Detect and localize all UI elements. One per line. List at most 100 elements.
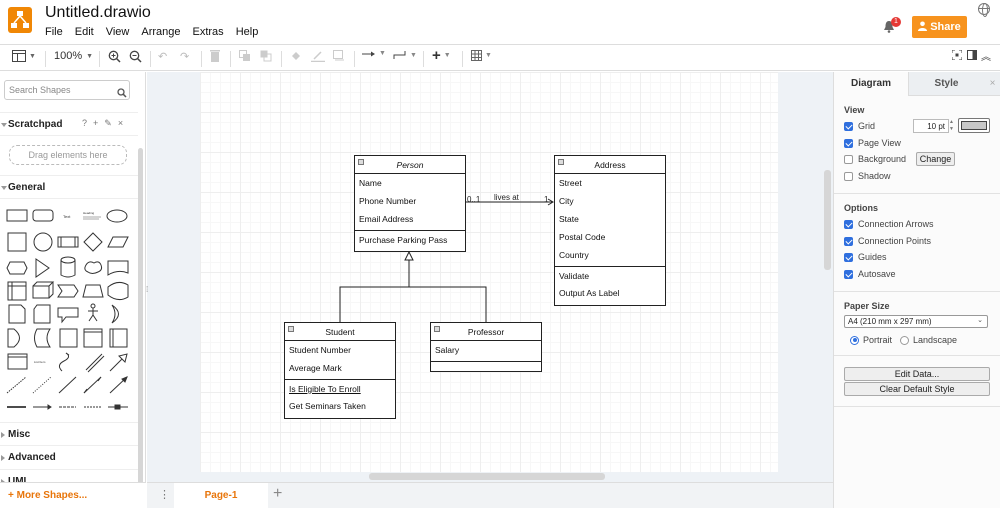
attribute[interactable]: State [559, 214, 579, 224]
connection-points-checkbox[interactable]: Connection Points [844, 236, 931, 246]
grid-size-input[interactable]: 10 pt [913, 119, 949, 133]
sidebar-resize-handle[interactable]: ⁞ [146, 285, 149, 294]
advanced-section-header[interactable]: Advanced [0, 446, 138, 470]
connection-arrows-checkbox[interactable]: Connection Arrows [844, 219, 934, 229]
edit-data-button[interactable]: Edit Data... [844, 367, 990, 381]
search-shapes-input[interactable]: Search Shapes [4, 80, 130, 100]
scratchpad-close-icon[interactable]: × [117, 118, 124, 128]
view-heading: View [844, 105, 865, 115]
attribute[interactable]: Student Number [289, 345, 351, 355]
attribute[interactable]: Phone Number [359, 196, 417, 206]
attribute[interactable]: Country [559, 250, 589, 260]
waypoints-dropdown[interactable]: ▼ [393, 50, 417, 60]
add-page-icon[interactable]: + [273, 485, 283, 502]
delete-icon[interactable] [210, 50, 220, 62]
share-button[interactable]: Share [912, 16, 967, 38]
paper-size-select[interactable]: A4 (210 mm x 297 mm)⌄ [844, 315, 988, 328]
method[interactable]: Validate [555, 266, 665, 284]
line-color-icon[interactable] [311, 50, 325, 62]
sidebar-scrollbar[interactable] [138, 148, 143, 508]
portrait-radio[interactable]: Portrait [850, 335, 892, 345]
attribute[interactable]: Postal Code [559, 232, 606, 242]
method[interactable]: Purchase Parking Pass [355, 230, 465, 248]
attribute[interactable]: Salary [435, 345, 460, 355]
undo-icon[interactable]: ↶ [158, 51, 168, 63]
clear-default-style-button[interactable]: Clear Default Style [844, 382, 990, 396]
uml-section-header[interactable]: UML [0, 470, 138, 482]
collapse-icon[interactable] [358, 159, 364, 165]
to-front-icon[interactable] [239, 50, 251, 62]
menu-view[interactable]: View [105, 26, 130, 38]
attribute[interactable]: City [559, 196, 574, 206]
zoom-out-icon[interactable] [129, 50, 142, 63]
redo-icon[interactable]: ↷ [180, 51, 190, 63]
table-dropdown[interactable]: ▼ [471, 50, 492, 61]
fullscreen-icon[interactable] [952, 50, 962, 60]
shadow-icon[interactable] [333, 50, 345, 61]
shapes-sidebar: Search Shapes Scratchpad ? + ✎ × Drag el… [0, 72, 146, 508]
canvas-vertical-scrollbar[interactable] [824, 170, 831, 270]
menu-arrange[interactable]: Arrange [141, 26, 181, 38]
diagram-page[interactable] [200, 72, 778, 472]
language-globe-icon[interactable] [978, 3, 990, 17]
collapse-icon[interactable] [288, 326, 294, 332]
to-back-icon[interactable] [260, 50, 272, 62]
search-icon[interactable] [117, 85, 127, 103]
scratchpad-dropzone[interactable]: Drag elements here [9, 145, 127, 165]
attribute[interactable]: Street [559, 178, 582, 188]
pages-menu-icon[interactable]: ⋮ [159, 489, 170, 501]
uml-class-student[interactable]: Student Student Number Average Mark Is E… [284, 322, 396, 419]
empty-methods-section [431, 361, 541, 369]
attribute[interactable]: Average Mark [289, 363, 342, 373]
page-view-checkbox[interactable]: Page View [844, 138, 901, 148]
attribute[interactable]: Email Address [359, 214, 414, 224]
scratchpad-add-icon[interactable]: + [93, 118, 99, 128]
collapse-chevrons-icon[interactable]: ︽ [981, 52, 991, 63]
canvas-horizontal-scrollbar[interactable] [369, 473, 605, 480]
tab-diagram[interactable]: Diagram [834, 72, 908, 96]
document-title[interactable]: Untitled.drawio [45, 4, 151, 21]
method[interactable]: Get Seminars Taken [289, 401, 366, 411]
zoom-select[interactable]: 100%▼ [54, 50, 94, 62]
format-panel-toggle-icon[interactable] [967, 50, 977, 60]
collapse-icon[interactable] [434, 326, 440, 332]
insert-plus-icon[interactable]: +▼ [432, 47, 451, 64]
scratchpad-header[interactable]: Scratchpad [0, 112, 138, 136]
menu-extras[interactable]: Extras [192, 26, 224, 38]
landscape-radio[interactable]: Landscape [900, 335, 957, 345]
uml-class-address[interactable]: Address Street City State Postal Code Co… [554, 155, 666, 306]
attribute[interactable]: Name [359, 178, 382, 188]
zoom-in-icon[interactable] [108, 50, 121, 63]
panel-toggle-button[interactable]: ▼ [12, 50, 36, 62]
scratchpad-help-icon[interactable]: ? [82, 118, 88, 128]
grid-checkbox[interactable]: Grid [844, 121, 875, 131]
autosave-checkbox[interactable]: Autosave [844, 269, 896, 279]
connection-style-dropdown[interactable]: ▼ [362, 50, 386, 57]
method[interactable]: Is Eligible To Enroll [285, 379, 395, 397]
close-panel-icon[interactable]: × [984, 72, 1000, 96]
more-shapes-button[interactable]: + More Shapes... [0, 482, 146, 508]
misc-section-header[interactable]: Misc [0, 422, 138, 446]
menu-file[interactable]: File [45, 26, 63, 38]
association-label[interactable]: lives at [494, 193, 519, 202]
grid-color-swatch[interactable] [958, 118, 990, 133]
background-checkbox[interactable]: Background [844, 154, 906, 164]
guides-checkbox[interactable]: Guides [844, 252, 887, 262]
change-background-button[interactable]: Change [916, 152, 955, 166]
scratchpad-edit-icon[interactable]: ✎ [104, 118, 112, 128]
general-section-header[interactable]: General [0, 175, 138, 199]
method[interactable]: Output As Label [559, 288, 620, 298]
diagram-canvas[interactable] [147, 72, 833, 482]
page-tabs-bar: ⋮ Page-1 + [147, 482, 833, 508]
tab-page-1[interactable]: Page-1 [174, 483, 268, 508]
collapse-icon[interactable] [558, 159, 564, 165]
fill-color-icon[interactable] [290, 50, 302, 62]
uml-class-professor[interactable]: Professor Salary [430, 322, 542, 372]
menu-help[interactable]: Help [235, 26, 259, 38]
shadow-checkbox[interactable]: Shadow [844, 171, 891, 181]
grid-size-stepper[interactable]: ▲▼ [949, 119, 954, 132]
uml-class-person[interactable]: Person Name Phone Number Email Address P… [354, 155, 466, 252]
tab-style[interactable]: Style [908, 72, 984, 96]
menu-edit[interactable]: Edit [74, 26, 94, 38]
